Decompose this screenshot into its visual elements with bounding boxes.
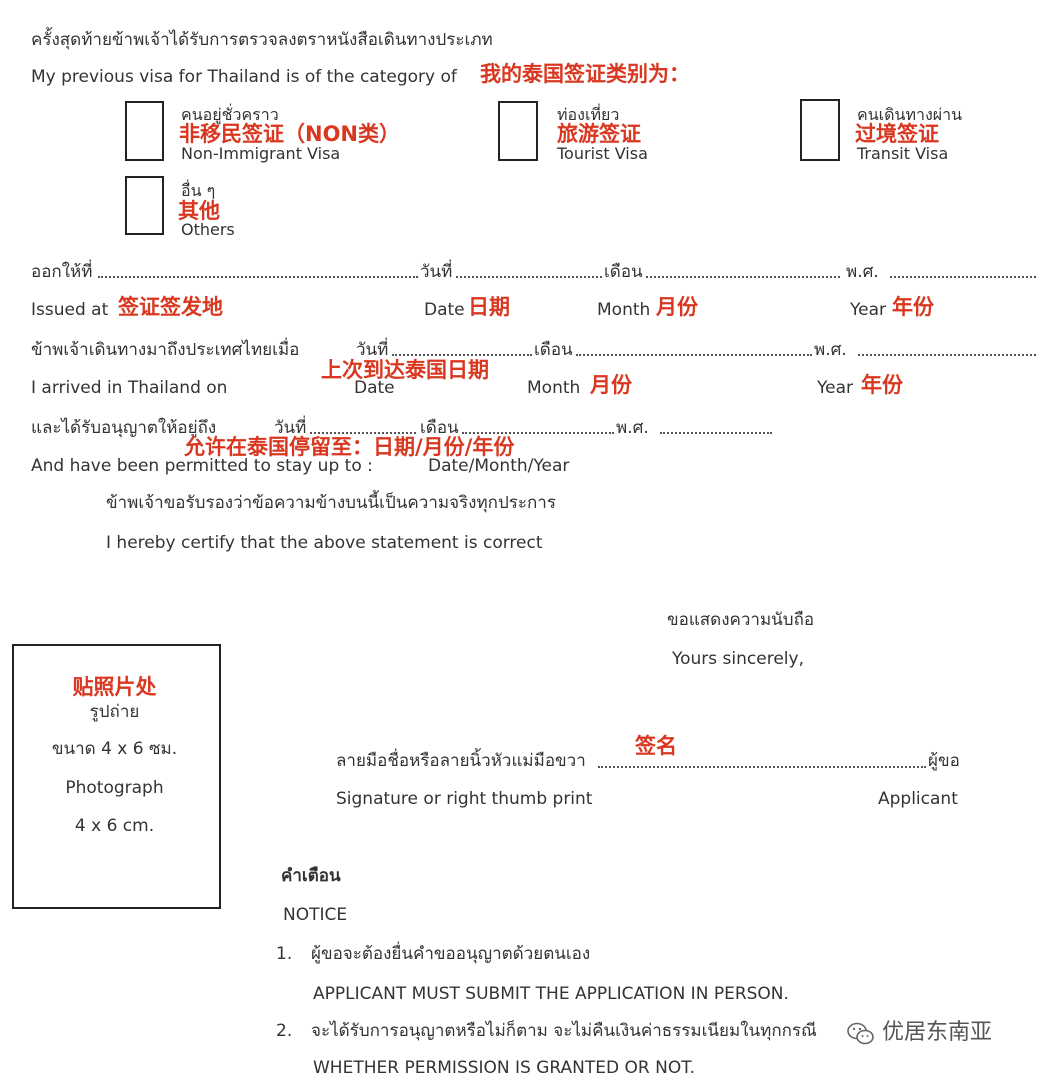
photo-box bbox=[12, 644, 221, 909]
arrived-month-line[interactable] bbox=[576, 354, 812, 356]
arrived-month-en: Month bbox=[527, 378, 581, 398]
arrived-english: I arrived in Thailand on bbox=[31, 378, 228, 398]
certify-thai: ข้าพเจ้าขอรับรองว่าข้อความข้างบนนี้เป็นค… bbox=[106, 493, 556, 513]
signature-thai-applicant: ผู้ขอ bbox=[928, 751, 960, 771]
closing-thai: ขอแสดงความนับถือ bbox=[667, 610, 815, 630]
closing-english: Yours sincerely, bbox=[672, 649, 804, 669]
permitted-thai: และได้รับอนุญาตให้อยู่ถึง bbox=[31, 418, 217, 438]
permitted-date-line[interactable] bbox=[310, 432, 416, 434]
signature-applicant-en: Applicant bbox=[878, 789, 958, 809]
notice-thai-title: คำเตือน bbox=[281, 866, 341, 886]
notice-item-2-english: WHETHER PERMISSION IS GRANTED OR NOT. bbox=[313, 1058, 695, 1078]
issued-year-en: Year bbox=[850, 300, 886, 320]
photo-size-thai: ขนาด 4 x 6 ซม. bbox=[51, 739, 178, 759]
option-note-tourist: 旅游签证 bbox=[557, 122, 641, 146]
issued-thai-month: เดือน bbox=[604, 262, 643, 282]
issued-date-en: Date bbox=[424, 300, 465, 320]
signature-thai: ลายมือชื่อหรือลายนิ้วหัวแม่มือขวา bbox=[336, 751, 586, 771]
permitted-thai-year: พ.ศ. bbox=[616, 418, 649, 438]
signature-english: Signature or right thumb print bbox=[336, 789, 593, 809]
notice-item-1-thai: ผู้ขอจะต้องยื่นคำขออนุญาตด้วยตนเอง bbox=[311, 944, 591, 964]
option-thai-others: อื่น ๆ bbox=[181, 181, 216, 200]
option-thai-tourist: ท่องเที่ยว bbox=[557, 105, 620, 124]
option-note-non-immigrant: 非移民签证（NON类） bbox=[179, 122, 401, 146]
photo-english: Photograph bbox=[65, 778, 164, 798]
arrived-year-en: Year bbox=[817, 378, 853, 398]
option-thai-non-immigrant: คนอยู่ชั่วคราว bbox=[181, 105, 279, 124]
arrived-thai-month: เดือน bbox=[534, 340, 573, 360]
issued-place-line[interactable] bbox=[98, 276, 418, 278]
option-note-transit: 过境签证 bbox=[855, 122, 939, 146]
notice-item-1-num: 1. bbox=[276, 944, 293, 964]
permitted-month-line[interactable] bbox=[462, 432, 614, 434]
option-note-others: 其他 bbox=[178, 199, 220, 223]
option-english-transit: Transit Visa bbox=[857, 144, 949, 163]
checkbox-others[interactable] bbox=[125, 176, 164, 235]
notice-item-2-thai: จะได้รับการอนุญาตหรือไม่ก็ตาม จะไม่คืนเง… bbox=[311, 1021, 817, 1041]
permitted-thai-month: เดือน bbox=[420, 418, 459, 438]
issued-month-en: Month bbox=[597, 300, 651, 320]
photo-thai: รูปถ่าย bbox=[89, 702, 140, 722]
permitted-english: And have been permitted to stay up to : bbox=[31, 456, 373, 476]
arrived-thai: ข้าพเจ้าเดินทางมาถึงประเทศไทยเมื่อ bbox=[31, 340, 300, 360]
watermark-text: 优居东南亚 bbox=[882, 1020, 993, 1045]
arrived-thai-year: พ.ศ. bbox=[814, 340, 847, 360]
issued-thai-date: วันที่ bbox=[420, 262, 453, 282]
arrived-note: 上次到达泰国日期 bbox=[321, 358, 489, 382]
permitted-thai-date: วันที่ bbox=[274, 418, 307, 438]
checkbox-tourist[interactable] bbox=[498, 101, 538, 161]
checkbox-transit[interactable] bbox=[800, 99, 840, 161]
option-thai-transit: คนเดินทางผ่าน bbox=[857, 105, 963, 124]
permitted-year-line[interactable] bbox=[660, 432, 772, 434]
checkbox-non-immigrant[interactable] bbox=[125, 101, 164, 161]
issued-month-note: 月份 bbox=[656, 295, 698, 319]
issued-date-line[interactable] bbox=[456, 276, 602, 278]
permitted-note: 允许在泰国停留至：日期/月份/年份 bbox=[184, 435, 515, 459]
option-english-others: Others bbox=[181, 220, 235, 239]
issued-year-note: 年份 bbox=[892, 295, 934, 319]
signature-note: 签名 bbox=[635, 734, 677, 758]
header-english: My previous visa for Thailand is of the … bbox=[31, 67, 457, 87]
notice-item-1-english: APPLICANT MUST SUBMIT THE APPLICATION IN… bbox=[313, 984, 789, 1004]
wechat-icon bbox=[847, 1022, 874, 1045]
arrived-date-en: Date bbox=[354, 378, 395, 398]
issued-note: 签证签发地 bbox=[118, 295, 223, 319]
option-english-non-immigrant: Non-Immigrant Visa bbox=[181, 144, 341, 163]
issued-year-line[interactable] bbox=[890, 276, 1036, 278]
option-english-tourist: Tourist Visa bbox=[557, 144, 648, 163]
arrived-year-line[interactable] bbox=[858, 354, 1036, 356]
issued-month-line[interactable] bbox=[646, 276, 840, 278]
photo-note: 贴照片处 bbox=[72, 675, 157, 699]
signature-line[interactable] bbox=[598, 766, 926, 768]
issued-thai-place: ออกให้ที่ bbox=[31, 262, 93, 282]
notice-title: NOTICE bbox=[283, 905, 348, 925]
notice-item-2-num: 2. bbox=[276, 1021, 293, 1041]
arrived-date-line[interactable] bbox=[392, 354, 532, 356]
arrived-thai-date: วันที่ bbox=[356, 340, 389, 360]
permitted-date-en: Date/Month/Year bbox=[428, 456, 570, 476]
issued-date-note: 日期 bbox=[468, 295, 510, 319]
arrived-month-note: 月份 bbox=[590, 373, 632, 397]
issued-english: Issued at bbox=[31, 300, 109, 320]
certify-english: I hereby certify that the above statemen… bbox=[106, 533, 543, 553]
issued-thai-year: พ.ศ. bbox=[846, 262, 879, 282]
photo-size-en: 4 x 6 cm. bbox=[74, 816, 155, 836]
header-thai: ครั้งสุดท้ายข้าพเจ้าได้รับการตรวจลงตราหน… bbox=[31, 30, 493, 50]
arrived-year-note: 年份 bbox=[861, 373, 903, 397]
header-note: 我的泰国签证类别为： bbox=[480, 62, 690, 86]
